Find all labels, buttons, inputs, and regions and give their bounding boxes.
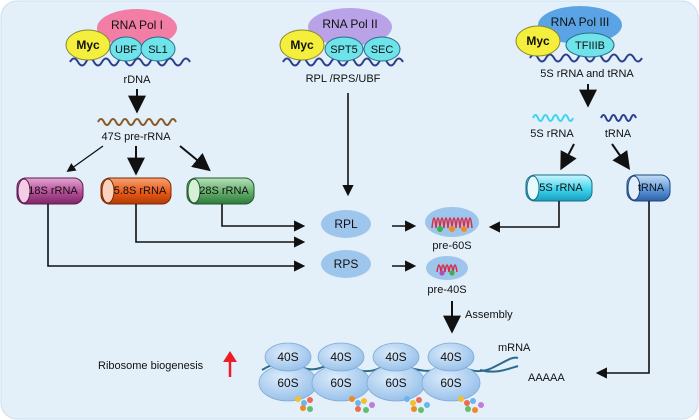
myc-pol2 bbox=[279, 29, 325, 61]
rrna-18s-box: 18S rRNA bbox=[16, 177, 84, 205]
arrow-5s-to-pre60 bbox=[488, 201, 560, 233]
ribosome-60s-label: 60S bbox=[277, 376, 298, 390]
tfiiib-label: TFIIIB bbox=[575, 40, 605, 52]
arrow-trna-to-box bbox=[611, 143, 631, 170]
tfiiib-factor bbox=[565, 32, 615, 58]
arrow-18s-to-rps bbox=[47, 204, 306, 272]
pol2-complex: RNA Pol II Myc SPT5 SEC RPL /RPS/UBF bbox=[279, 8, 404, 85]
myc-pol3-label: Myc bbox=[526, 34, 550, 48]
ribosome-60s-label: 60S bbox=[385, 376, 406, 390]
pre-60s-label: pre-60S bbox=[432, 240, 471, 252]
arrow-5s-to-box bbox=[560, 143, 577, 171]
arrow-trna-to-mrna bbox=[595, 201, 650, 379]
rps-node bbox=[321, 250, 371, 278]
pol3-dna-strand bbox=[529, 53, 643, 63]
ribosome-40s-label: 40S bbox=[385, 350, 406, 364]
rpl-label: RPL bbox=[334, 217, 358, 231]
trna-box-label: tRNA bbox=[638, 182, 665, 194]
pol3-genes-label: 5S rRNA and tRNA bbox=[540, 68, 634, 80]
rpl-node bbox=[321, 210, 371, 238]
myc-pol1-label: Myc bbox=[76, 38, 100, 52]
rna-pol1-label: RNA Pol I bbox=[111, 18, 163, 32]
sl1-factor bbox=[140, 36, 176, 62]
pre-rrna-47s-strand bbox=[97, 118, 177, 126]
sl1-label: SL1 bbox=[148, 44, 168, 56]
pre-rrna-47s-label: 47S pre-rRNA bbox=[101, 131, 171, 143]
polya-label: AAAAA bbox=[528, 372, 565, 384]
arrow-47s-to-18s bbox=[66, 145, 104, 173]
rrna-5s-box: 5S rRNA bbox=[525, 174, 593, 202]
pol1-complex: RNA Pol I Myc UBF SL1 rDNA bbox=[65, 9, 191, 86]
rrna-5s-wave bbox=[532, 114, 574, 122]
trna-wave bbox=[600, 114, 637, 122]
rrna-58s-box: 5.8S rRNA bbox=[100, 177, 172, 205]
spt5-label: SPT5 bbox=[330, 44, 358, 56]
rrna-28s-label: 28S rRNA bbox=[199, 185, 249, 197]
ribosome-40s-label: 40S bbox=[440, 350, 461, 364]
mrna-label: mRNA bbox=[498, 342, 531, 354]
mrna-tail bbox=[479, 365, 519, 373]
pre-60s-particle bbox=[425, 207, 479, 237]
arrow-47s-to-28s bbox=[179, 145, 211, 172]
rdna-label: rDNA bbox=[124, 74, 152, 86]
polysome-ribosomes: 40S 60S 40S 60S 40S 60S 40S 60S bbox=[258, 342, 481, 402]
ribosome-60s-label: 60S bbox=[330, 376, 351, 390]
ribosome-60s-label: 60S bbox=[440, 376, 461, 390]
myc-pol3 bbox=[515, 25, 561, 57]
nascent-peptide-chains bbox=[295, 396, 484, 413]
assembly-label: Assembly bbox=[465, 309, 513, 321]
sec-label: SEC bbox=[371, 44, 394, 56]
arrow-58s-to-rpl bbox=[135, 204, 306, 248]
ubf-label: UBF bbox=[115, 44, 137, 56]
rrna-5s-box-label: 5S rRNA bbox=[539, 182, 583, 194]
rrna-28s-box: 28S rRNA bbox=[186, 177, 255, 205]
arrow-28s-to-rpl bbox=[221, 204, 306, 232]
up-arrow-icon bbox=[223, 351, 237, 377]
ribosome-biogenesis-label: Ribosome biogenesis bbox=[98, 360, 204, 372]
rrna-58s-label: 5.8S rRNA bbox=[114, 185, 167, 197]
pre-40s-particle bbox=[426, 256, 468, 280]
pre-40s-label: pre-40S bbox=[427, 284, 466, 296]
ribosome: 40S 60S bbox=[258, 342, 318, 402]
rna-pol3-label: RNA Pol III bbox=[551, 15, 610, 29]
ribosome: 40S 60S bbox=[311, 342, 371, 402]
rps-label: RPS bbox=[334, 257, 359, 271]
trna-wave-label: tRNA bbox=[605, 128, 632, 140]
rrna-18s-label: 18S rRNA bbox=[28, 185, 78, 197]
rna-pol2-label: RNA Pol II bbox=[322, 17, 377, 31]
ribosome-40s-label: 40S bbox=[277, 350, 298, 364]
myc-pol2-label: Myc bbox=[290, 38, 314, 52]
rna-pol2 bbox=[308, 8, 392, 46]
trna-box: tRNA bbox=[626, 174, 671, 202]
ribosome: 40S 60S bbox=[421, 342, 481, 402]
rrna-5s-wave-label: 5S rRNA bbox=[530, 128, 574, 140]
pol2-genes-label: RPL /RPS/UBF bbox=[306, 73, 381, 85]
ribosome: 40S 60S bbox=[366, 342, 426, 402]
pol3-complex: RNA Pol III Myc TFIIIB 5S rRNA and tRNA bbox=[515, 6, 643, 80]
sec-factor bbox=[363, 36, 401, 62]
myc-pol1 bbox=[65, 29, 111, 61]
spt5-factor bbox=[324, 36, 364, 62]
ribosome-40s-label: 40S bbox=[330, 350, 351, 364]
